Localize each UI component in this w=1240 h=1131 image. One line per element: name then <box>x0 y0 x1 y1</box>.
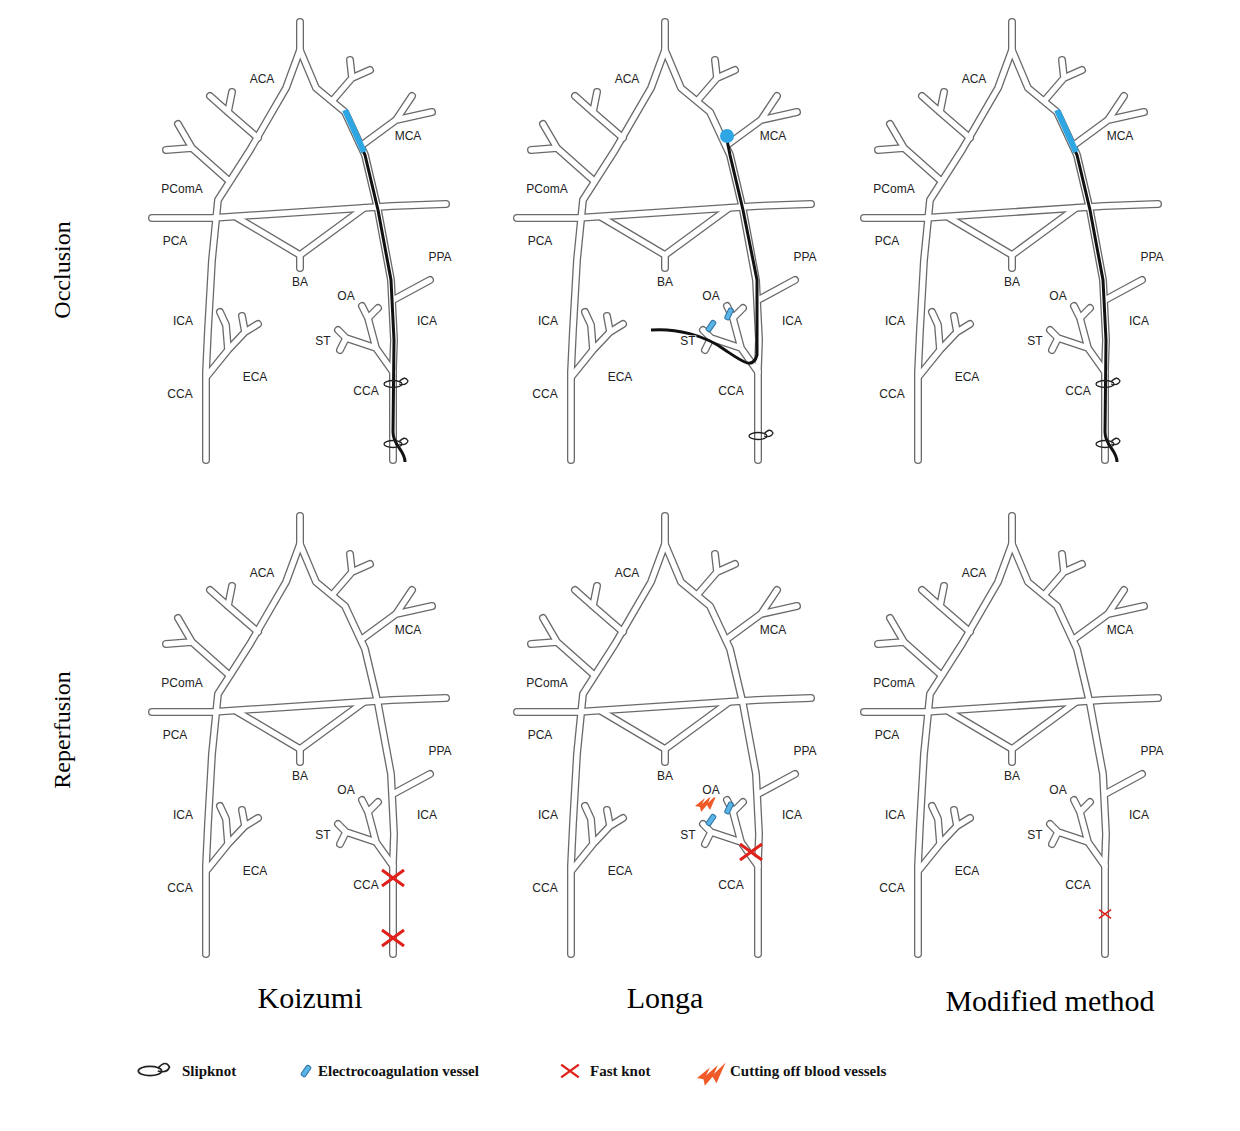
column-title: Modified method <box>945 984 1154 1017</box>
vessel-label: ICA <box>416 315 438 328</box>
vessel-label: ECA <box>607 865 634 878</box>
legend-text: Slipknot <box>182 1063 236 1080</box>
column-title: Koizumi <box>258 981 363 1014</box>
vessel-label: BA <box>656 770 674 783</box>
vessel-label: ICA <box>884 315 906 328</box>
longa-occlusion <box>517 22 811 460</box>
vessel-label: BA <box>291 770 309 783</box>
legend-text: Electrocoagulation vessel <box>318 1063 479 1080</box>
vessel-label: OA <box>336 784 355 797</box>
modified-reperfusion <box>864 516 1158 954</box>
vessel-label: CCA <box>352 385 379 398</box>
vessel-label: PComA <box>525 677 568 690</box>
vessel-label: PCA <box>874 235 901 248</box>
vessel-label: MCA <box>759 130 788 143</box>
vessel-label: PPA <box>1139 251 1164 264</box>
vessel-label: PCA <box>527 729 554 742</box>
vessel-label: CCA <box>166 882 193 895</box>
vessel-label: PComA <box>160 677 203 690</box>
vessel-label: CCA <box>166 388 193 401</box>
vessel-label: MCA <box>394 624 423 637</box>
vessel-label: CCA <box>878 882 905 895</box>
vessel-label: PCA <box>162 235 189 248</box>
vessel-label: PComA <box>525 183 568 196</box>
vessel-label: PCA <box>162 729 189 742</box>
vessel-label: ECA <box>954 371 981 384</box>
vessel-label: OA <box>1048 290 1067 303</box>
vessel-label: PCA <box>527 235 554 248</box>
vessel-label: PPA <box>1139 745 1164 758</box>
vessel-label: PPA <box>427 745 452 758</box>
vessel-label: PComA <box>872 183 915 196</box>
vessel-label: ICA <box>416 809 438 822</box>
vessel-label: CCA <box>1064 879 1091 892</box>
vessel-label: MCA <box>394 130 423 143</box>
legend-text: Fast knot <box>590 1063 650 1080</box>
vessel-label: BA <box>656 276 674 289</box>
vessel-label: ACA <box>614 73 641 86</box>
vessel-label: ICA <box>1128 809 1150 822</box>
vessel-label: BA <box>1003 276 1021 289</box>
vessel-label: CCA <box>878 388 905 401</box>
vessel-label: ST <box>1026 335 1043 348</box>
slipknot-sample <box>138 1064 169 1076</box>
vessel-label: ST <box>679 335 696 348</box>
vessel-label: OA <box>336 290 355 303</box>
vessel-label: CCA <box>531 388 558 401</box>
vessel-label: CCA <box>717 879 744 892</box>
vessel-label: MCA <box>1106 624 1135 637</box>
vessel-label: ICA <box>172 809 194 822</box>
fast-knot-sample <box>561 1065 579 1078</box>
vessel-label: ACA <box>249 73 276 86</box>
vessel-label: ICA <box>884 809 906 822</box>
vessel-label: ACA <box>249 567 276 580</box>
longa-reperfusion <box>517 516 811 954</box>
vessel-label: ST <box>679 829 696 842</box>
vessel-label: ECA <box>242 865 269 878</box>
vessel-label: BA <box>1003 770 1021 783</box>
vessel-label: ICA <box>781 809 803 822</box>
vessel-label: CCA <box>717 385 744 398</box>
vessel-label: CCA <box>352 879 379 892</box>
vessel-label: CCA <box>1064 385 1091 398</box>
row-title: Occlusion <box>49 221 75 318</box>
vessel-label: PPA <box>792 251 817 264</box>
vessel-label: ICA <box>781 315 803 328</box>
vessel-label: ICA <box>537 315 559 328</box>
vessel-label: OA <box>701 290 720 303</box>
cut-vessel-sample <box>697 1062 726 1085</box>
vessel-label: ST <box>314 829 331 842</box>
vessel-label: ACA <box>961 73 988 86</box>
legend-text: Cutting off blood vessels <box>730 1063 886 1080</box>
vessel-label: OA <box>1048 784 1067 797</box>
vessel-label: OA <box>701 784 720 797</box>
koizumi-reperfusion <box>152 516 446 954</box>
vessel-label: BA <box>291 276 309 289</box>
column-title: Longa <box>627 981 704 1014</box>
vessel-label: PComA <box>160 183 203 196</box>
vessel-label: PPA <box>792 745 817 758</box>
vessel-label: ST <box>1026 829 1043 842</box>
row-title: Reperfusion <box>49 671 75 788</box>
vessel-label: PComA <box>872 677 915 690</box>
vessel-label: ST <box>314 335 331 348</box>
vessel-label: ECA <box>242 371 269 384</box>
vessel-label: ICA <box>172 315 194 328</box>
vessel-label: ACA <box>961 567 988 580</box>
vessel-label: MCA <box>759 624 788 637</box>
modified-occlusion <box>864 22 1158 462</box>
vessel-label: ECA <box>607 371 634 384</box>
electrocoagulation-sample <box>301 1065 312 1078</box>
vessel-label: CCA <box>531 882 558 895</box>
vessel-label: ACA <box>614 567 641 580</box>
koizumi-occlusion <box>152 22 446 462</box>
vessel-label: MCA <box>1106 130 1135 143</box>
vessel-label: ICA <box>1128 315 1150 328</box>
vessel-label: ECA <box>954 865 981 878</box>
vessel-label: PCA <box>874 729 901 742</box>
vessel-label: ICA <box>537 809 559 822</box>
vessel-label: PPA <box>427 251 452 264</box>
